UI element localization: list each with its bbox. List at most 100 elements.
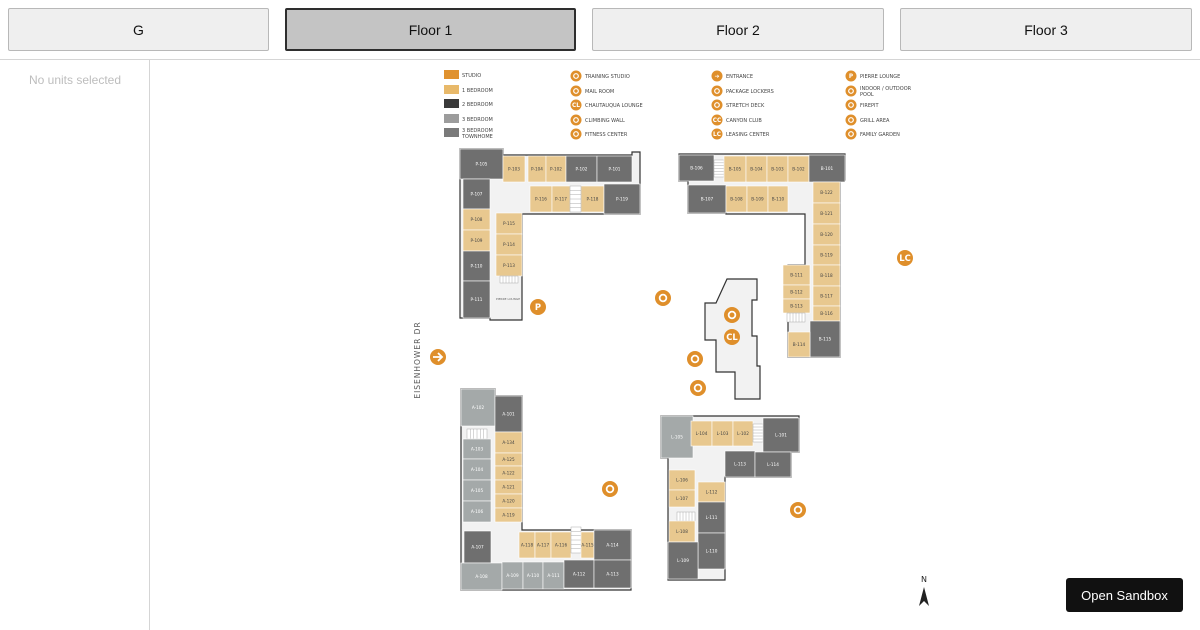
tab-floor-2[interactable]: Floor 2: [592, 8, 884, 51]
unit-a-118[interactable]: A-118: [518, 531, 536, 559]
unit-a-114[interactable]: A-114: [593, 529, 632, 561]
unit-a-119[interactable]: A-119: [494, 507, 523, 523]
svg-text:L-114: L-114: [767, 462, 779, 467]
svg-text:P-104: P-104: [531, 167, 543, 172]
svg-text:A-125: A-125: [502, 457, 515, 462]
unit-b-101[interactable]: B-101: [808, 154, 846, 183]
svg-text:P-114: P-114: [503, 242, 515, 247]
unit-l-109[interactable]: L-109: [667, 541, 699, 580]
unit-b-117[interactable]: B-117: [812, 285, 841, 307]
unit-b-106[interactable]: B-106: [678, 154, 715, 182]
unit-p-107[interactable]: P-107: [462, 178, 491, 210]
unit-p-119[interactable]: P-119: [603, 183, 641, 215]
unit-l-111[interactable]: L-111: [697, 501, 726, 534]
tab-g[interactable]: G: [8, 8, 269, 51]
unit-b-104[interactable]: B-104: [745, 155, 768, 183]
pierre-lounge-marker: P: [530, 299, 546, 315]
unit-b-113[interactable]: B-113: [782, 298, 811, 314]
tab-floor-3[interactable]: Floor 3: [900, 8, 1192, 51]
unit-b-112[interactable]: B-112: [782, 284, 811, 300]
unit-l-106[interactable]: L-106: [668, 469, 696, 491]
unit-l-102[interactable]: L-102: [732, 420, 754, 447]
unit-p-108[interactable]: P-108: [462, 208, 491, 231]
unit-a-112[interactable]: A-112: [563, 559, 595, 589]
open-sandbox-button[interactable]: Open Sandbox: [1066, 578, 1183, 612]
grill-area-marker: [602, 481, 618, 497]
unit-l-114[interactable]: L-114: [754, 451, 792, 478]
unit-b-109[interactable]: B-109: [746, 185, 769, 213]
unit-a-110[interactable]: A-110: [522, 561, 544, 590]
unit-a-113[interactable]: A-113: [593, 559, 632, 589]
unit-p-102[interactable]: P-102: [545, 155, 567, 183]
unit-b-105[interactable]: B-105: [723, 155, 747, 183]
unit-a-102[interactable]: A-102: [460, 388, 496, 427]
unit-b-114[interactable]: B-114: [787, 331, 811, 358]
unit-a-105[interactable]: A-105: [462, 479, 492, 502]
unit-b-116[interactable]: B-116: [812, 305, 841, 322]
unit-p-109[interactable]: P-109: [462, 229, 491, 252]
unit-b-122[interactable]: B-122: [812, 181, 841, 204]
unit-a-101[interactable]: A-101: [494, 395, 523, 433]
unit-a-115[interactable]: A-115: [580, 531, 595, 559]
legend-label: 3 BEDROOM: [462, 117, 493, 123]
unit-a-104[interactable]: A-104: [462, 458, 492, 481]
unit-b-103[interactable]: B-103: [766, 155, 789, 183]
svg-text:B-108: B-108: [730, 197, 743, 202]
unit-p-117[interactable]: P-117: [551, 185, 571, 213]
unit-a-106[interactable]: A-106: [462, 500, 492, 523]
unit-a-109[interactable]: A-109: [501, 561, 524, 590]
unit-a-116[interactable]: A-116: [550, 531, 572, 559]
unit-a-103[interactable]: A-103: [462, 438, 492, 460]
unit-a-122[interactable]: A-122: [494, 465, 523, 481]
unit-b-110[interactable]: B-110: [767, 185, 789, 213]
unit-l-101[interactable]: L-101: [762, 417, 800, 453]
unit-a-121[interactable]: A-121: [494, 479, 523, 495]
unit-b-102[interactable]: B-102: [787, 155, 810, 183]
unit-p-118[interactable]: P-118: [580, 185, 605, 213]
unit-p-116[interactable]: P-116: [529, 185, 553, 213]
unit-l-113[interactable]: L-113: [724, 450, 756, 478]
unit-b-121[interactable]: B-121: [812, 202, 841, 225]
unit-l-107[interactable]: L-107: [668, 489, 696, 508]
unit-p-110[interactable]: P-110: [462, 250, 491, 282]
unit-b-119[interactable]: B-119: [812, 244, 841, 266]
unit-l-104[interactable]: L-104: [690, 420, 713, 447]
unit-l-103[interactable]: L-103: [711, 420, 734, 447]
unit-b-108[interactable]: B-108: [725, 185, 748, 213]
tab-floor-1[interactable]: Floor 1: [285, 8, 576, 51]
unit-p-115[interactable]: P-115: [495, 212, 523, 235]
unit-p-111[interactable]: P-111: [462, 280, 491, 319]
unit-l-108[interactable]: L-108: [668, 520, 696, 543]
svg-text:A-121: A-121: [502, 485, 515, 490]
unit-a-108[interactable]: A-108: [460, 562, 503, 591]
svg-text:A-103: A-103: [471, 447, 484, 452]
unit-l-105[interactable]: L-105: [660, 415, 694, 459]
unit-p-105[interactable]: P-105: [459, 148, 504, 180]
unit-p-104[interactable]: P-104: [527, 155, 547, 183]
unit-a-111[interactable]: A-111: [542, 561, 565, 590]
unit-p-101[interactable]: P-101: [596, 155, 633, 183]
unit-p-113[interactable]: P-113: [495, 254, 523, 277]
unit-b-107[interactable]: B-107: [687, 184, 727, 214]
unit-l-112[interactable]: L-112: [697, 481, 726, 503]
unit-p-102[interactable]: P-102: [565, 155, 598, 183]
unit-a-120[interactable]: A-120: [494, 493, 523, 509]
unit-p-103[interactable]: P-103: [502, 155, 526, 183]
svg-text:L-113: L-113: [734, 462, 746, 467]
unit-b-120[interactable]: B-120: [812, 223, 841, 246]
unit-p-114[interactable]: P-114: [495, 233, 523, 256]
svg-text:L-108: L-108: [676, 529, 688, 534]
unit-b-111[interactable]: B-111: [782, 264, 811, 286]
unit-a-134[interactable]: A-134: [494, 431, 523, 454]
unit-a-117[interactable]: A-117: [534, 531, 552, 559]
unit-b-118[interactable]: B-118: [812, 264, 841, 287]
unit-a-107[interactable]: A-107: [463, 530, 492, 564]
svg-text:B-111: B-111: [790, 273, 803, 278]
unit-b-115[interactable]: B-115: [809, 320, 841, 358]
stairwell: [676, 511, 696, 522]
unit-l-110[interactable]: L-110: [697, 532, 726, 570]
unit-a-125[interactable]: A-125: [494, 452, 523, 467]
